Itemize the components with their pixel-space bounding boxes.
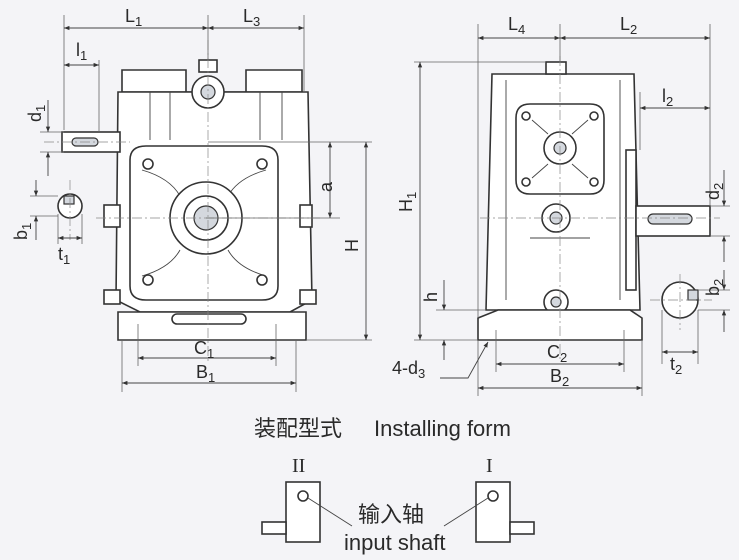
side-base-ext [477, 330, 643, 396]
label-C2: C2 [547, 342, 567, 365]
side-t2-ext [661, 310, 699, 364]
side-output-key [647, 213, 693, 225]
label-C1: C1 [194, 338, 214, 361]
caption: 装配型式 Installing form [254, 416, 511, 442]
label-d1: d1 [25, 105, 48, 122]
front-b1-ext [30, 195, 58, 217]
side-ext-lines [477, 24, 711, 318]
side-vent-plug [545, 61, 567, 75]
form-I-label: I [486, 455, 493, 477]
front-view: L1 L3 l1 d1 b1 t1 a H C1 B1 [11, 6, 372, 392]
label-l2: l2 [662, 86, 673, 109]
front-right-boss [299, 204, 313, 228]
label-b1: b1 [11, 223, 34, 240]
front-d1-ext [40, 131, 64, 153]
front-left-boss [103, 204, 121, 228]
label-L2: L2 [620, 14, 637, 37]
input-shaft-english: input shaft [344, 530, 446, 555]
side-section-key [687, 289, 699, 301]
leader-d3 [440, 341, 489, 379]
front-height-ext [206, 141, 372, 341]
label-d2: d2 [703, 183, 726, 200]
label-H: H [342, 239, 362, 252]
label-t2: t2 [670, 354, 682, 377]
front-right-foot-boss [299, 289, 317, 305]
form-II-shaft [261, 521, 287, 535]
front-base-ext [121, 324, 297, 392]
side-right-flange [625, 149, 637, 291]
side-bolt-bl [521, 177, 531, 187]
side-d2-ext [710, 205, 730, 237]
side-flange-ribs [531, 119, 589, 179]
input-shaft-chinese: 输入轴 [358, 503, 424, 528]
front-bolt-tl [142, 158, 154, 170]
front-ribs [149, 92, 283, 140]
side-bolt-tr [589, 111, 599, 121]
label-4-d3: 4-d3 [392, 358, 425, 381]
label-B1: B1 [196, 362, 215, 385]
label-b2: b2 [703, 279, 726, 296]
front-left-foot-boss [103, 289, 121, 305]
side-centerlines [480, 56, 720, 362]
caption-english: Installing form [374, 416, 511, 441]
form-I-input-hole [487, 490, 499, 502]
side-bolt-br [589, 177, 599, 187]
label-t1: t1 [58, 244, 70, 267]
label-B2: B2 [550, 366, 569, 389]
label-a: a [316, 181, 336, 192]
form-I-leader [443, 497, 489, 527]
front-bolt-bl [142, 274, 154, 286]
side-view: L4 L2 l2 d2 H1 h b2 t2 C2 B2 4-d3 [392, 14, 730, 396]
form-II-leader [307, 497, 353, 527]
label-H1: H1 [396, 192, 419, 212]
form-II-label: II [292, 455, 305, 477]
label-L3: L3 [243, 6, 260, 29]
front-section-key [63, 195, 75, 205]
label-l1: l1 [76, 40, 87, 63]
side-low-bore [550, 296, 562, 308]
front-cover-ribs [141, 169, 267, 277]
front-bolt-tr [256, 158, 268, 170]
side-bolt-tl [521, 111, 531, 121]
label-L4: L4 [508, 14, 525, 37]
front-ext-lines [63, 15, 305, 132]
label-L1: L1 [125, 6, 142, 29]
label-h: h [421, 292, 441, 302]
caption-chinese: 装配型式 [254, 417, 342, 442]
front-bolt-br [256, 274, 268, 286]
side-housing-edges [505, 80, 621, 300]
front-base-slot [171, 313, 247, 325]
form-I-shaft [509, 521, 535, 535]
form-II-input-hole [297, 490, 309, 502]
installing-forms: II I 输入轴 input shaft [261, 455, 535, 555]
